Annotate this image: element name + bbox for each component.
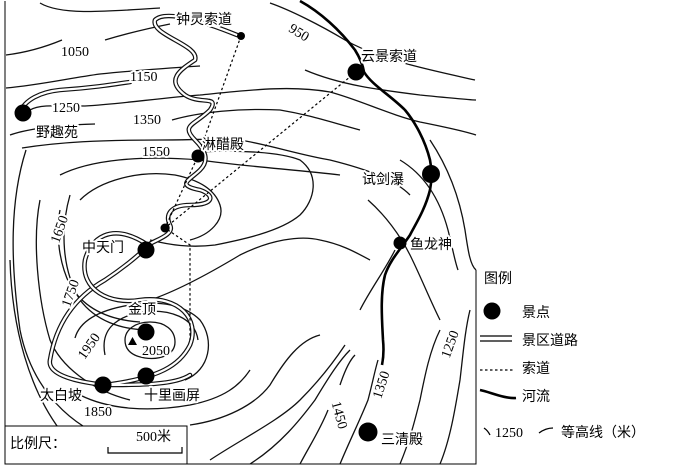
contour-line xyxy=(249,349,351,465)
label-shijianpu: 试剑瀑 xyxy=(362,172,404,188)
contour-line xyxy=(189,334,321,426)
label-sanqingdian: 三清殿 xyxy=(381,432,423,448)
cableway-yunjing xyxy=(164,71,357,229)
contour-line xyxy=(79,173,222,241)
scenic-spot-markers xyxy=(14,32,440,442)
scale-bracket xyxy=(107,447,183,454)
legend-title: 图例 xyxy=(484,271,512,287)
label-zhongling-cableway: 钟灵索道 xyxy=(176,11,232,28)
scale-box xyxy=(4,425,188,465)
peak-triangle-icon xyxy=(128,337,137,345)
contour-line xyxy=(5,2,476,81)
contour-label: 1750 xyxy=(59,278,83,309)
legend-river-label: 河流 xyxy=(522,389,550,405)
spot-dot-jinding xyxy=(137,323,155,341)
spot-dot-lincudian xyxy=(191,149,205,163)
zhongling-station-dot xyxy=(237,32,245,40)
label-yequyuan: 野趣苑 xyxy=(36,125,78,141)
contour-line xyxy=(79,369,251,410)
legend-river-icon xyxy=(479,388,517,400)
scale-bar: 比例尺： 500米 xyxy=(4,425,188,465)
contour-line xyxy=(209,344,346,461)
legend-road-label: 景区道路 xyxy=(522,333,578,349)
contour-label: 1250 xyxy=(439,329,463,360)
contour-line xyxy=(124,321,176,360)
spot-dot-sanqingdian xyxy=(358,422,378,442)
legend-contour-icon-left xyxy=(483,427,491,436)
contour-label: 2050 xyxy=(142,344,170,359)
label-zhongtianmen: 中天门 xyxy=(82,240,124,256)
legend-contour-label: 等高线（米） xyxy=(561,424,645,441)
scenic-roads xyxy=(17,13,240,388)
spot-dot-yunjing xyxy=(347,63,365,81)
label-yunjing-cableway: 云景索道 xyxy=(361,48,417,65)
legend-spot-icon xyxy=(483,302,501,320)
legend: 图例 景点 景区道路 索道 河流 1250 等高线（米） xyxy=(479,271,645,441)
label-lincudian: 淋醋殿 xyxy=(202,137,244,153)
contour-line xyxy=(359,249,396,311)
contour-label: 1950 xyxy=(76,331,104,363)
spot-dot-yulongshen xyxy=(393,236,407,250)
contour-line xyxy=(21,138,411,196)
spot-dot-yequyuan xyxy=(14,104,32,122)
contour-line xyxy=(299,354,356,465)
contour-line xyxy=(5,65,477,101)
contour-line xyxy=(29,87,477,136)
contour-line xyxy=(12,149,111,441)
contour-line xyxy=(399,329,441,465)
contour-line xyxy=(39,2,161,13)
spot-dot-taibaipo xyxy=(94,376,112,394)
legend-cableway-label: 索道 xyxy=(522,360,550,377)
spot-dot-shijianpu xyxy=(422,165,440,183)
contour-label: 1350 xyxy=(133,113,161,128)
contour-label: 1550 xyxy=(142,145,170,160)
contour-label: 950 xyxy=(286,21,312,45)
contour-line xyxy=(339,359,379,465)
legend-contour-value: 1250 xyxy=(495,426,523,441)
contour-label: 1650 xyxy=(48,214,72,245)
contour-label: 1050 xyxy=(61,45,89,60)
contour-label: 1450 xyxy=(328,400,350,431)
label-shilihuaping: 十里画屏 xyxy=(144,388,200,404)
scenic-spot-labels: 钟灵索道 云景索道 野趣苑 淋醋殿 试剑瀑 中天门 鱼龙神 金顶 太白坡 十里画… xyxy=(34,9,454,450)
contour-line xyxy=(9,108,361,136)
map-frame xyxy=(4,1,477,465)
contour-line xyxy=(149,237,371,301)
contour-label: 1150 xyxy=(130,70,157,85)
contour-line xyxy=(429,139,477,271)
label-taibaipo: 太白坡 xyxy=(40,388,82,404)
legend-spot-label: 景点 xyxy=(522,305,550,321)
legend-contour-icon-right xyxy=(538,427,554,434)
contour-line xyxy=(367,199,441,321)
scale-value: 500米 xyxy=(136,429,171,445)
contour-label: 1250 xyxy=(52,101,80,116)
contour-label: 1850 xyxy=(84,405,112,420)
contour-line xyxy=(439,309,471,465)
junction-dot xyxy=(160,223,170,233)
label-jinding: 金顶 xyxy=(128,302,156,318)
label-yulongshen: 鱼龙神 xyxy=(410,236,452,253)
spot-dot-zhongtianmen xyxy=(137,241,155,259)
spot-dot-shilihuaping xyxy=(137,367,155,385)
scale-label: 比例尺： xyxy=(10,436,66,452)
contour-line xyxy=(399,159,459,271)
contour-line xyxy=(57,209,141,323)
contour-line xyxy=(149,150,314,247)
